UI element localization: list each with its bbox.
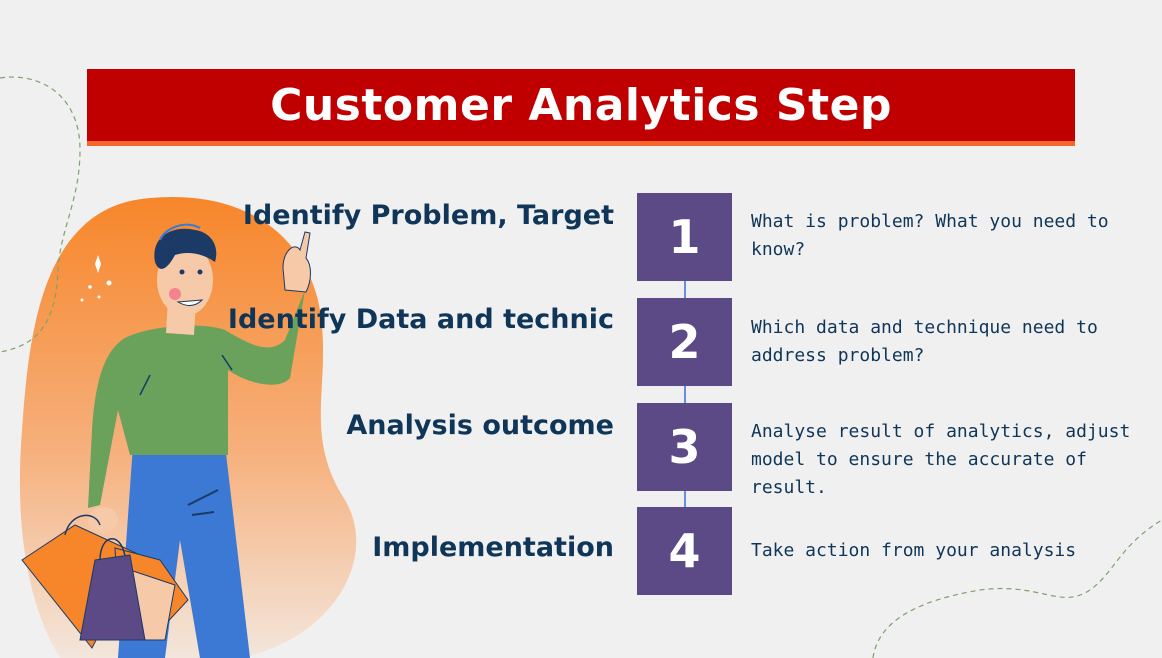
step-3-number: 3	[668, 420, 701, 474]
step-2-box: 2	[637, 298, 732, 386]
dashed-curve-left	[0, 76, 81, 353]
step-1-box: 1	[637, 193, 732, 281]
page-title: Customer Analytics Step	[270, 79, 892, 131]
step-3-box: 3	[637, 403, 732, 491]
step-2-description: Which data and technique need to address…	[751, 317, 1098, 366]
step-1-label: Identify Problem, Target	[242, 200, 614, 231]
step-4-description: Take action from your analysis	[751, 540, 1077, 561]
step-3-description: Analyse result of analytics, adjust mode…	[751, 421, 1131, 498]
sparkle-icon	[95, 255, 101, 273]
step-2-label: Identify Data and technic	[227, 304, 614, 335]
step-4-box: 4	[637, 507, 732, 595]
step-1-description: What is problem? What you need to know?	[751, 211, 1109, 260]
dashed-curve-right	[872, 519, 1162, 658]
shopping-bags-icon	[21, 514, 189, 649]
title-banner: Customer Analytics Step	[87, 69, 1075, 141]
step-3-label: Analysis outcome	[346, 410, 614, 441]
step-4-number: 4	[668, 524, 701, 578]
step-2-number: 2	[668, 315, 701, 369]
step-1-number: 1	[668, 210, 701, 264]
step-4-label: Implementation	[372, 532, 614, 563]
